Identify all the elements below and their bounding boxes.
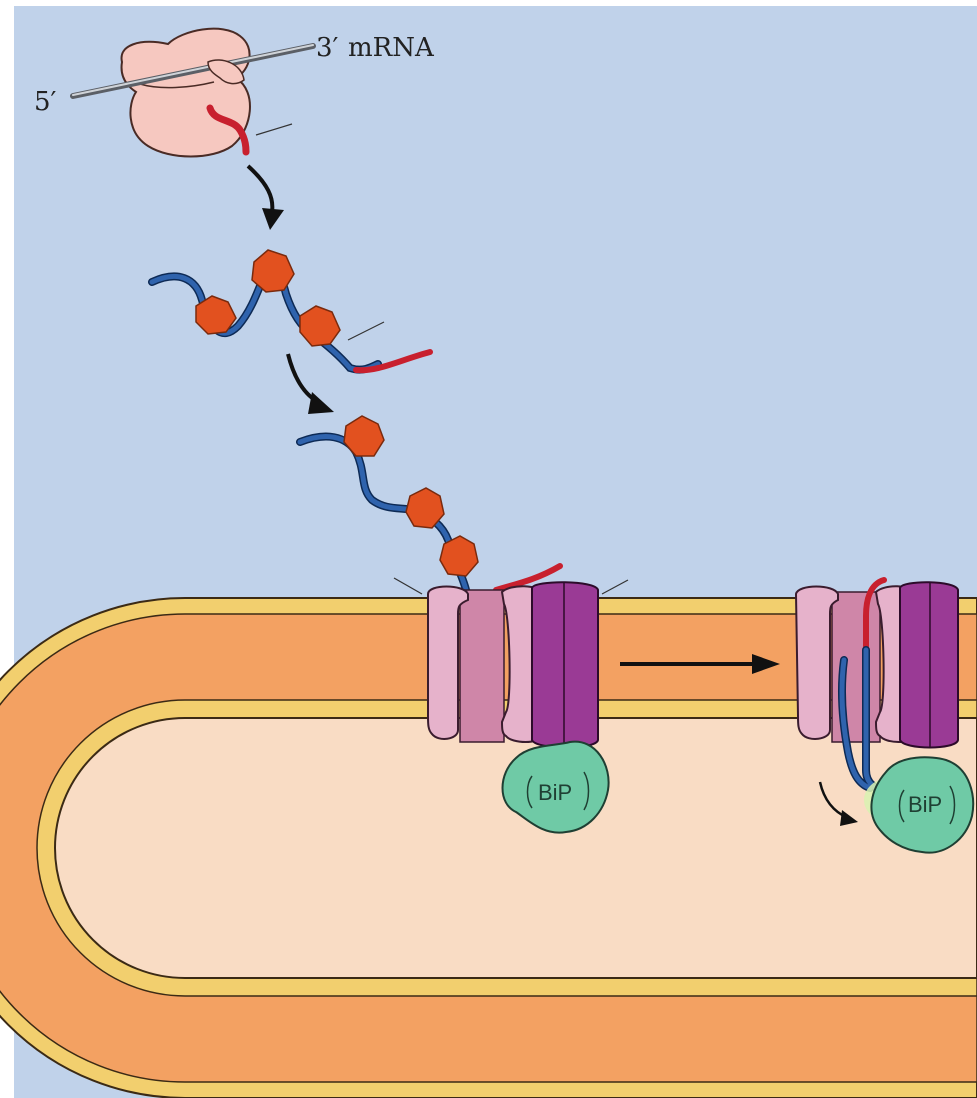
translocon-left-subunit-c <box>532 582 598 747</box>
bip-left-label: BiP <box>538 780 572 805</box>
bip-right-label: BiP <box>908 792 942 817</box>
mrna-label: mRNA <box>348 33 435 63</box>
translocon-left-back <box>460 590 504 742</box>
five-prime-label: 5′ <box>34 87 57 117</box>
translocon-left <box>394 578 628 748</box>
ribosome <box>122 29 250 157</box>
translocon-right-subunit-c <box>900 582 958 747</box>
three-prime-label: 3′ <box>316 33 339 63</box>
